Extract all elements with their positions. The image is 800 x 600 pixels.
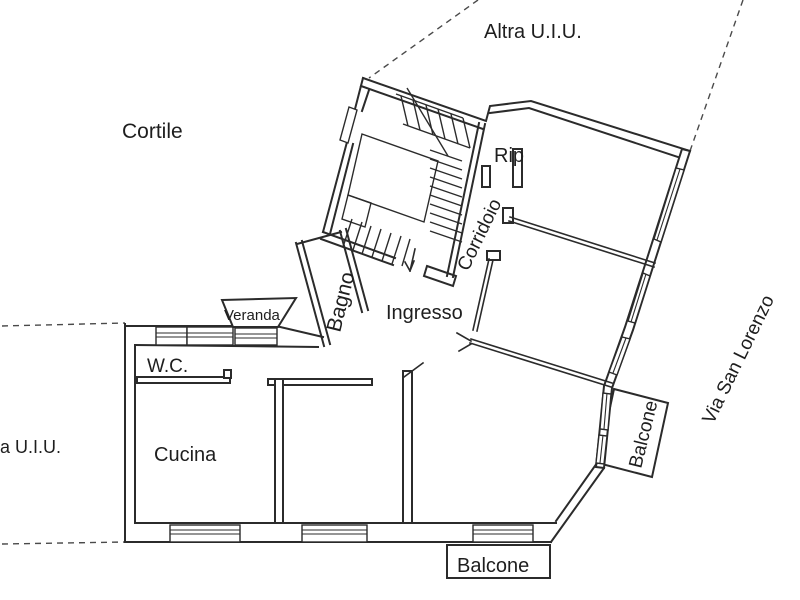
veranda-outline xyxy=(220,296,298,328)
staircase xyxy=(341,87,471,273)
label-cortile: Cortile xyxy=(122,120,183,143)
corridor-east-wall xyxy=(472,258,494,332)
label-altra-uiu-top: Altra U.I.U. xyxy=(484,21,582,43)
middleroom-north-wall xyxy=(267,378,373,386)
stair-core xyxy=(347,133,439,223)
stair-treads-upper xyxy=(400,95,471,149)
rip-east-stub xyxy=(512,148,523,188)
corridor-west-wall xyxy=(445,121,487,279)
wc-south-wall xyxy=(136,376,231,384)
bagno-north-wall xyxy=(295,230,343,246)
window-top-2 xyxy=(186,326,234,346)
label-rip: Rip xyxy=(494,145,524,167)
stair-break-line xyxy=(406,87,449,157)
entrance-wall xyxy=(319,230,397,267)
label-bagno: Bagno xyxy=(323,270,360,334)
wc-wall-notch xyxy=(223,369,232,379)
roomA-door-cap xyxy=(502,207,514,224)
stair-treads-lower xyxy=(342,218,411,267)
interior-walls xyxy=(136,121,657,524)
north-inner-wall xyxy=(359,84,686,161)
west-wall xyxy=(124,323,136,543)
stairwell-window xyxy=(339,106,358,144)
balconies xyxy=(446,387,670,579)
label-balcone-bottom: Balcone xyxy=(457,555,529,577)
label-altra-uiu-left: a U.I.U. xyxy=(0,437,61,457)
boundary-left-upper xyxy=(1,322,126,327)
stairblock-west-inner xyxy=(328,88,371,236)
stair-landing xyxy=(341,194,372,228)
entrance-arrow-icon xyxy=(403,248,416,273)
boundary-top-right xyxy=(689,0,744,152)
room-labels: Cortile Altra U.I.U. a U.I.U. Rip Corrid… xyxy=(0,21,779,577)
label-veranda: Veranda xyxy=(224,307,281,324)
veranda-door-window xyxy=(234,327,278,346)
entrance-wall-foot xyxy=(422,264,458,288)
balcony-bottom xyxy=(446,544,551,579)
door-leaf xyxy=(402,361,425,379)
boundary-dashed-lines xyxy=(1,0,744,545)
windows xyxy=(155,167,685,543)
label-cucina: Cucina xyxy=(154,444,217,466)
boundary-left-lower xyxy=(1,541,126,545)
southeast-diagonal-wall xyxy=(549,461,606,544)
bagno-west-wall xyxy=(294,239,332,348)
ingresso-fork xyxy=(455,331,473,353)
roomAB-divider xyxy=(507,215,657,269)
seroom-divider xyxy=(468,337,614,389)
label-via-san-lorenzo: Via San Lorenzo xyxy=(699,292,779,427)
room-divider-wall xyxy=(402,370,413,524)
window-east-1 xyxy=(653,167,685,243)
stair-treads-main xyxy=(429,149,463,243)
rip-west-stub xyxy=(481,165,491,188)
north-outer-wall xyxy=(361,76,692,153)
cucina-east-wall xyxy=(274,378,284,524)
label-ingresso: Ingresso xyxy=(386,302,463,324)
stairblock-west-outer xyxy=(321,76,365,234)
boundary-top-left xyxy=(368,0,479,79)
window-top-1 xyxy=(155,326,188,346)
label-wc: W.C. xyxy=(147,356,188,377)
